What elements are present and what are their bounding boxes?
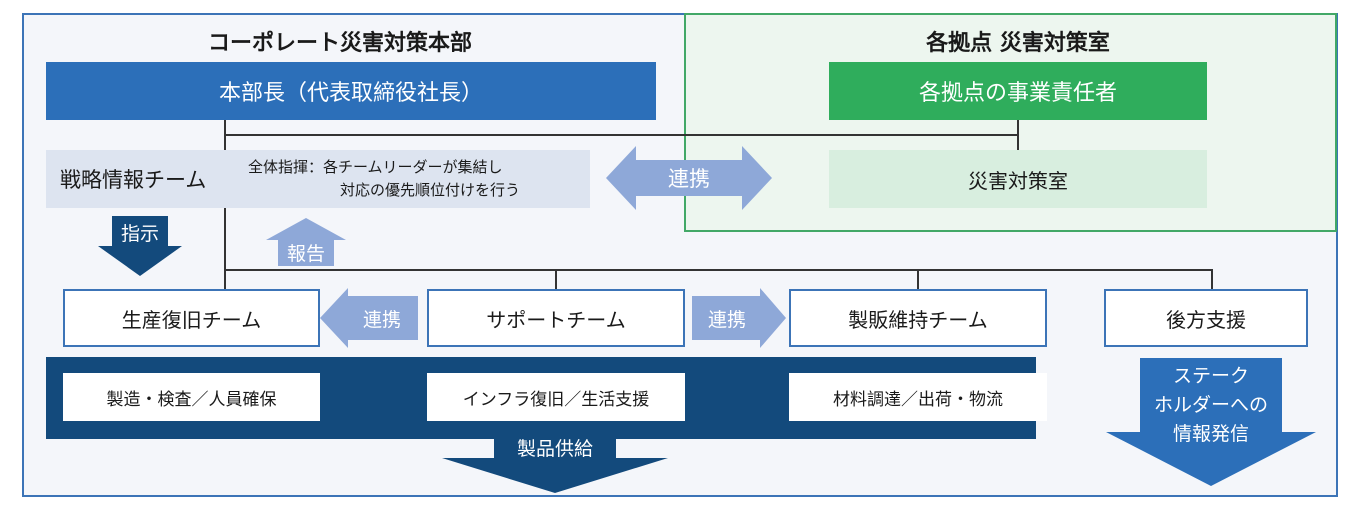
connector-line [917, 269, 919, 289]
production-task-box: 製造・検査／人員確保 [63, 373, 320, 421]
instruct-down-arrow [98, 216, 182, 276]
connector-line [1017, 120, 1019, 150]
strategy-info-team-box: 戦略情報チーム 全体指揮：各チームリーダーが集結し 対応の優先順位付けを行う [46, 150, 590, 208]
connector-line [224, 269, 1212, 271]
stakeholder-info-arrow [1106, 358, 1316, 486]
site-office-title: 各拠点 災害対策室 [926, 31, 1110, 56]
connector-line [224, 208, 226, 270]
sales-maintenance-team-box: 製販維持チーム [789, 289, 1047, 347]
site-head-box: 各拠点の事業責任者 [829, 62, 1207, 120]
connector-line [224, 134, 1018, 136]
strategy-team-note: 全体指揮：各チームリーダーが集結し 対応の優先順位付けを行う [248, 156, 520, 202]
strategy-team-label: 戦略情報チーム [60, 168, 207, 192]
connector-line [224, 269, 226, 289]
support-task-box: インフラ復旧／生活支援 [427, 373, 685, 421]
connector-line [555, 269, 557, 289]
stakeholder-info-label: ステーク ホルダーへの 情報発信 [1140, 360, 1282, 450]
stakeholder-line1: ステーク [1172, 364, 1249, 387]
product-supply-label: 製品供給 [516, 437, 593, 460]
production-recovery-team-box: 生産復旧チーム [63, 289, 320, 347]
corporate-hq-title: コーポレート災害対策本部 [207, 31, 472, 56]
report-label: 報告 [286, 242, 325, 265]
support-team-box: サポートチーム [427, 289, 685, 347]
report-up-arrow [266, 218, 346, 266]
strategy-note-line2: 対応の優先順位付けを行う [340, 181, 521, 199]
rear-support-box: 後方支援 [1104, 289, 1308, 347]
collab-right-arrow [692, 288, 786, 348]
hq-head-box: 本部長（代表取締役社長） [46, 62, 656, 120]
instruct-label: 指示 [120, 222, 159, 245]
sales-task-box: 材料調達／出荷・物流 [789, 373, 1047, 421]
collab-double-arrow [606, 146, 772, 210]
strategy-note-line1: 全体指揮：各チームリーダーが集結し [248, 158, 503, 176]
stakeholder-line3: 情報発信 [1172, 422, 1249, 445]
collab-left-label: 連携 [362, 308, 401, 331]
stakeholder-line2: ホルダーへの [1153, 393, 1268, 416]
product-supply-arrow [442, 432, 668, 493]
connector-line [1211, 269, 1213, 289]
collab-main-label: 連携 [668, 167, 710, 191]
collab-left-arrow [320, 288, 418, 348]
disaster-room-box: 災害対策室 [829, 150, 1207, 208]
collab-right-label: 連携 [707, 308, 746, 331]
